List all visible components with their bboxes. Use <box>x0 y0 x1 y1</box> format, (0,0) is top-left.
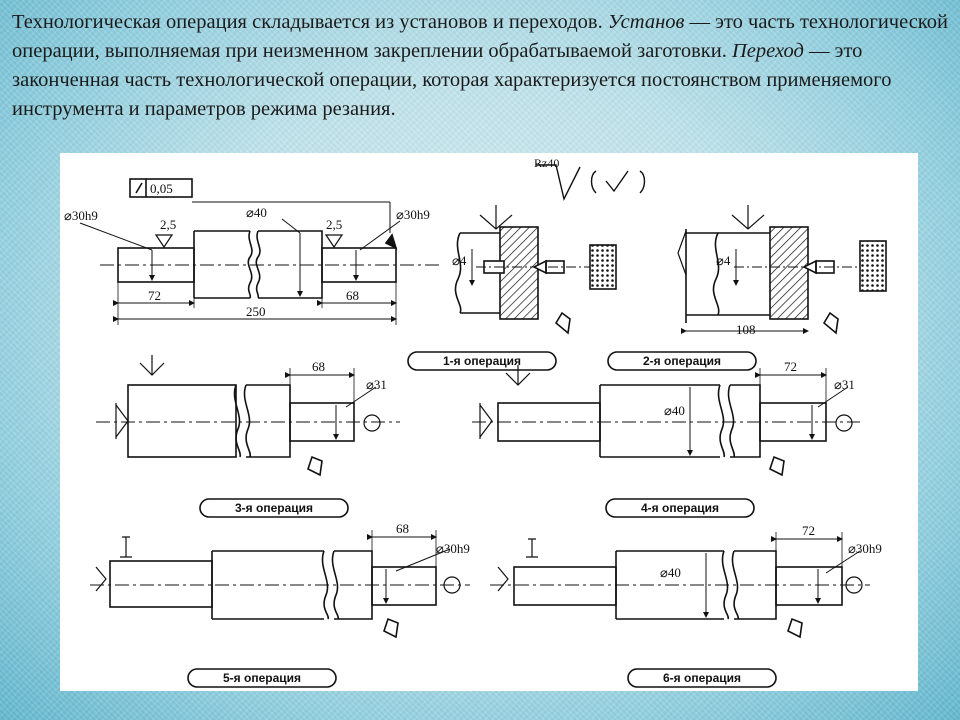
intro-paragraph: Технологическая операция складывается из… <box>12 8 948 124</box>
tolerance-symbol <box>135 182 143 194</box>
part-chamfer-left: 2,5 <box>160 217 176 232</box>
intro-sentence-1: Технологическая операция складывается из… <box>12 11 603 33</box>
op1-chuck <box>499 226 539 320</box>
op4-drawing <box>472 365 860 477</box>
op4-length: 72 <box>784 359 797 374</box>
op5-drawing <box>90 530 470 639</box>
part-dia-mid: ⌀40 <box>246 205 267 220</box>
op5-dia: ⌀30h9 <box>436 541 470 556</box>
op5-length: 68 <box>396 521 409 536</box>
op1-dim: ⌀4 <box>452 253 467 268</box>
roughness-symbol <box>536 164 646 202</box>
op4-label: 4-я операция <box>641 501 719 515</box>
op1-drawing <box>454 205 617 335</box>
op5-label: 5-я операция <box>223 671 301 685</box>
op2-tailstock <box>859 240 887 292</box>
part-dia-right: ⌀30h9 <box>396 207 430 222</box>
op5-finished-step <box>371 566 437 606</box>
op3-drawing <box>96 355 400 477</box>
op2-drawing <box>677 205 887 335</box>
op2-chuck <box>769 226 809 320</box>
op2-length: 108 <box>736 322 756 337</box>
term-perehod: Переход <box>731 40 804 62</box>
op2-label: 2-я операция <box>643 354 721 368</box>
op6-dia-mid: ⌀40 <box>660 565 681 580</box>
diagram-panel: 0,05 ⌀30h9 2,5 ⌀40 2,5 ⌀30h9 72 68 250 R… <box>60 153 918 691</box>
finished-part-drawing <box>79 178 440 325</box>
part-chamfer-right: 2,5 <box>326 217 342 232</box>
op6-finished-step <box>775 566 843 606</box>
roughness-label: Rz40 <box>534 156 559 170</box>
tolerance-value: 0,05 <box>150 181 173 196</box>
op1-tailstock <box>589 244 617 290</box>
op3-label: 3-я операция <box>235 501 313 515</box>
op3-length: 68 <box>312 359 325 374</box>
term-ustanov: Установ <box>607 11 685 33</box>
operation-labels <box>187 351 777 688</box>
part-len-total: 250 <box>246 304 266 319</box>
part-dia-left: ⌀30h9 <box>64 208 98 223</box>
op6-label: 6-я операция <box>663 671 741 685</box>
op3-dia: ⌀31 <box>366 377 387 392</box>
op6-dia: ⌀30h9 <box>848 541 882 556</box>
tolerance-frame <box>129 178 193 198</box>
definition-perehod: — это законченная часть технологической … <box>12 40 892 120</box>
op6-length: 72 <box>802 523 815 538</box>
op6-drawing <box>490 532 870 639</box>
op4-dia: ⌀31 <box>834 377 855 392</box>
definition-ustanov: — это часть технологической операции, вы… <box>12 11 948 62</box>
op2-dim: ⌀4 <box>716 253 731 268</box>
op4-dia-mid: ⌀40 <box>664 403 685 418</box>
part-len-right: 68 <box>346 288 359 303</box>
op1-label: 1-я операция <box>443 354 521 368</box>
operations-drawing: 0,05 ⌀30h9 2,5 ⌀40 2,5 ⌀30h9 72 68 250 R… <box>64 156 887 688</box>
part-len-left: 72 <box>148 288 161 303</box>
